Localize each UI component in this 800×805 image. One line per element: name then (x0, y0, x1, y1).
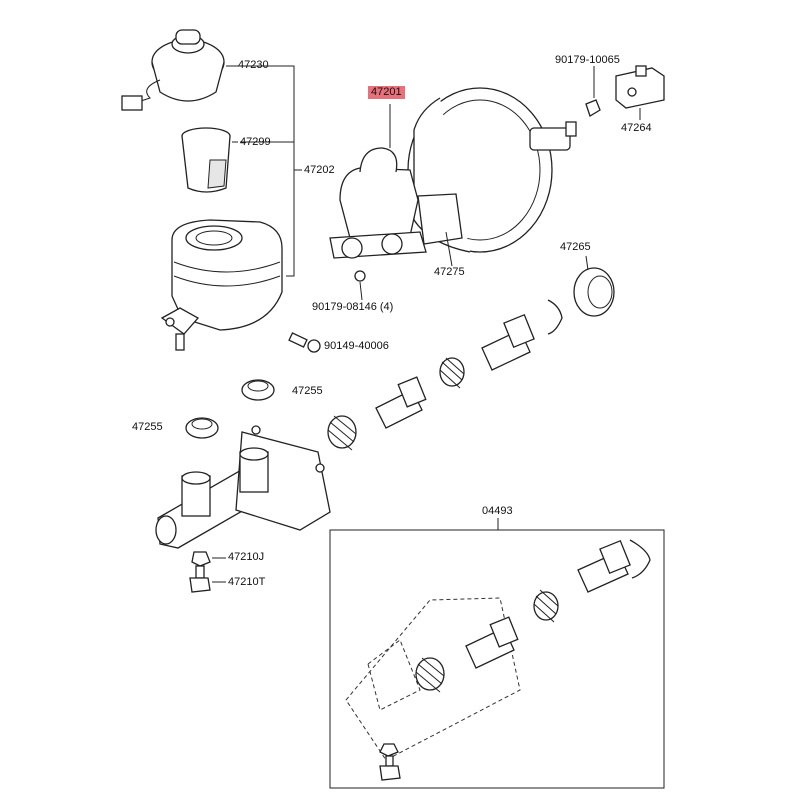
label-04493: 04493 (482, 505, 513, 517)
label-47275: 47275 (434, 266, 465, 278)
brake-booster-47201[interactable] (329, 87, 577, 282)
bleeder-47210j[interactable] (191, 551, 211, 567)
label-47230: 47230 (238, 59, 269, 71)
clevis-47264[interactable] (585, 65, 665, 117)
master-cylinder-body[interactable] (155, 425, 331, 549)
repair-kit-04493-box[interactable] (329, 518, 665, 789)
grommet-47255-left[interactable] (185, 417, 219, 439)
reservoir-47202[interactable] (160, 219, 283, 351)
bleeder-47210t[interactable] (189, 565, 211, 593)
reservoir-cap-47230[interactable] (121, 29, 225, 111)
label-47255-top: 47255 (292, 385, 323, 397)
strainer-47299[interactable] (181, 127, 231, 193)
grommet-47255-top[interactable] (241, 379, 275, 401)
label-47201-highlighted: 47201 (368, 86, 405, 99)
label-90179-10065: 90179-10065 (555, 54, 620, 66)
label-90179-08146: 90179-08146 (4) (312, 301, 394, 313)
label-47264: 47264 (621, 122, 652, 134)
label-47202: 47202 (304, 164, 335, 176)
seal-47265[interactable] (573, 255, 615, 317)
label-47255-left: 47255 (132, 421, 163, 433)
label-47210j: 47210J (228, 551, 265, 563)
label-47265: 47265 (560, 241, 591, 253)
bolt-90149-40006[interactable] (288, 332, 321, 353)
label-47210t: 47210T (228, 576, 266, 588)
label-90149-40006: 90149-40006 (324, 340, 389, 352)
piston-parts-upper[interactable] (327, 299, 563, 451)
label-47299: 47299 (240, 136, 271, 148)
